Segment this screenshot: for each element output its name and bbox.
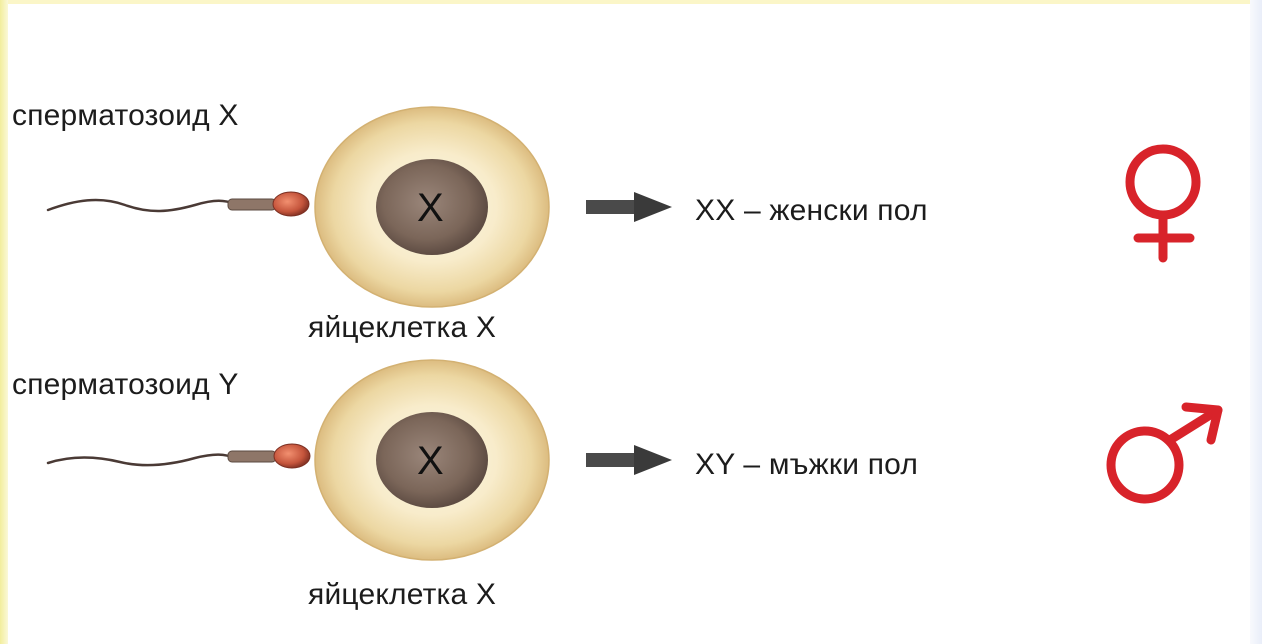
sperm-head-1 bbox=[272, 191, 310, 217]
male-symbol-icon bbox=[1106, 402, 1223, 504]
egg-label-1: яйцеклетка X bbox=[308, 311, 497, 344]
sperm-midpiece-2 bbox=[227, 450, 277, 463]
result-label-2: XY – мъжки пол bbox=[695, 448, 919, 481]
top-border bbox=[0, 0, 1262, 4]
arrow-2 bbox=[586, 445, 672, 475]
sperm-tail-1 bbox=[46, 198, 237, 213]
sperm-label-2: сперматозоид Y bbox=[12, 368, 239, 401]
left-border bbox=[0, 0, 8, 644]
egg-nucleus-1 bbox=[376, 159, 488, 255]
egg-nucleus-2 bbox=[376, 412, 488, 508]
nucleus-label-1: X bbox=[417, 186, 444, 230]
sperm-midpiece-1 bbox=[227, 198, 277, 211]
sperm-label-1: сперматозоид X bbox=[12, 99, 239, 132]
egg-label-2: яйцеклетка X bbox=[308, 578, 497, 611]
right-border bbox=[1250, 0, 1262, 644]
arrow-1 bbox=[586, 192, 672, 222]
row-1 bbox=[46, 106, 1201, 308]
nucleus-label-2: X bbox=[417, 439, 444, 483]
sperm-head-2 bbox=[273, 443, 311, 469]
row-2 bbox=[46, 359, 1223, 561]
female-symbol-icon bbox=[1125, 144, 1201, 263]
sperm-tail-2 bbox=[46, 453, 237, 467]
result-label-1: XX – женски пол bbox=[695, 194, 928, 227]
